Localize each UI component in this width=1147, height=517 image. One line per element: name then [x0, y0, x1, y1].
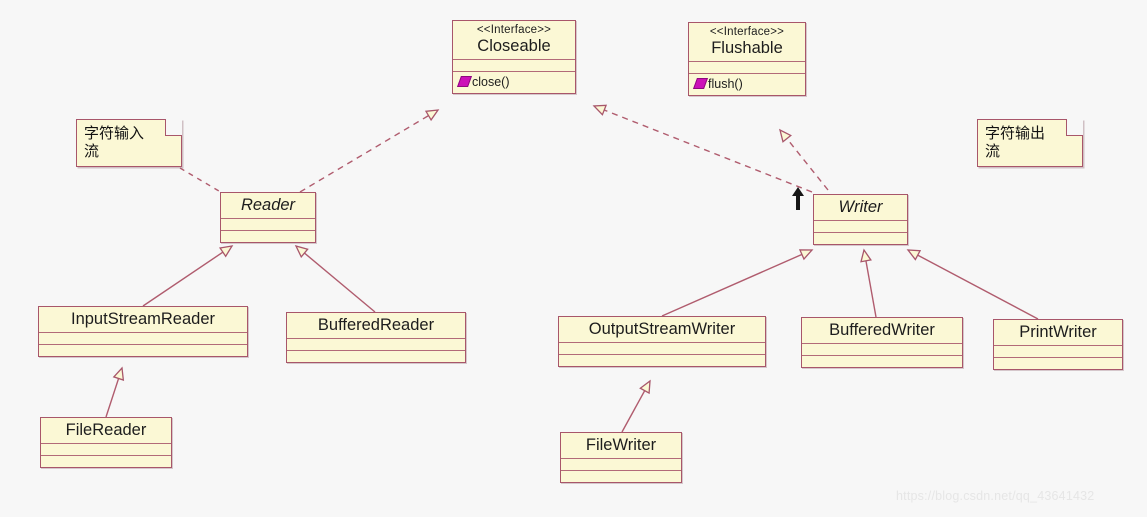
edge-writer-realizes-flushable [779, 128, 829, 191]
interface-closeable-name: <<Interface>> Closeable [476, 24, 552, 55]
class-writer[interactable]: Writer [813, 194, 908, 246]
edge-note-input-anchor [179, 167, 225, 195]
separator [561, 458, 681, 460]
note-fold-corner [1066, 119, 1083, 136]
note-line: 字符输出 [985, 124, 1046, 142]
attributes-compartment [994, 346, 1122, 357]
separator [559, 342, 765, 344]
operations-compartment [287, 351, 465, 362]
class-printwriter[interactable]: PrintWriter [993, 319, 1123, 371]
operation-visibility-icon [456, 76, 473, 88]
attributes-compartment [689, 62, 805, 73]
class-inputstreamreader[interactable]: InputStreamReader [38, 306, 248, 358]
operations-compartment [994, 358, 1122, 369]
class-reader-name: Reader [240, 196, 296, 214]
attributes-compartment [561, 459, 681, 470]
operations-compartment [41, 456, 171, 467]
separator [453, 71, 575, 73]
edge-printwriter-extends-writer [906, 249, 1039, 320]
separator [221, 230, 315, 232]
class-inputstreamreader-name: InputStreamReader [71, 310, 215, 328]
separator [994, 345, 1122, 347]
note-character-input-stream[interactable]: 字符输入 流 [76, 119, 182, 167]
class-bufferedwriter-name: BufferedWriter [829, 321, 935, 339]
separator [287, 350, 465, 352]
operations-compartment [814, 233, 907, 244]
attributes-compartment [221, 219, 315, 230]
operation-label: flush() [708, 77, 743, 92]
edge-bufferedwriter-extends-writer [860, 248, 877, 318]
separator [814, 220, 907, 222]
separator [814, 232, 907, 234]
operation-visibility-icon [692, 78, 709, 90]
attributes-compartment [802, 344, 962, 355]
note-line: 流 [84, 142, 100, 160]
edge-outputstreamwriter-extends-writer [661, 249, 814, 317]
operations-compartment [802, 356, 962, 367]
class-filereader[interactable]: FileReader [40, 417, 172, 469]
separator [689, 61, 805, 63]
interface-closeable[interactable]: <<Interface>> Closeable close() [452, 20, 576, 95]
separator [41, 443, 171, 445]
class-bufferedreader[interactable]: BufferedReader [286, 312, 466, 364]
class-bufferedwriter[interactable]: BufferedWriter [801, 317, 963, 369]
separator [994, 357, 1122, 359]
class-reader[interactable]: Reader [220, 192, 316, 244]
operations-compartment: close() [453, 72, 575, 93]
edge-inputstreamreader-extends-reader [142, 245, 234, 307]
operations-compartment [221, 231, 315, 242]
edge-writer-realizes-closeable [592, 104, 813, 193]
separator [39, 332, 247, 334]
separator [689, 73, 805, 75]
operations-compartment [561, 471, 681, 482]
class-filewriter-name: FileWriter [585, 436, 657, 454]
mouse-pointer-up-arrow-icon [792, 187, 804, 210]
operations-compartment [39, 345, 247, 356]
attributes-compartment [41, 444, 171, 455]
attributes-compartment [287, 339, 465, 350]
edge-filewriter-extends-outputstreamwriter [621, 379, 651, 433]
operations-compartment [559, 355, 765, 366]
operations-compartment: flush() [689, 74, 805, 95]
separator [802, 343, 962, 345]
class-writer-name: Writer [838, 198, 883, 216]
separator [561, 470, 681, 472]
class-filewriter[interactable]: FileWriter [560, 432, 682, 484]
edge-bufferedreader-extends-reader [294, 244, 376, 313]
edge-filereader-extends-inputstreamreader [105, 366, 125, 418]
note-character-output-stream[interactable]: 字符输出 流 [977, 119, 1083, 167]
attributes-compartment [559, 343, 765, 354]
note-line: 流 [985, 142, 1001, 160]
note-line: 字符输入 [84, 124, 145, 142]
edge-reader-realizes-closeable [299, 109, 440, 193]
separator [287, 338, 465, 340]
separator [39, 344, 247, 346]
separator [802, 355, 962, 357]
watermark: https://blog.csdn.net/qq_43641432 [896, 489, 1095, 503]
separator [559, 354, 765, 356]
interface-flushable-name: <<Interface>> Flushable [709, 26, 785, 57]
class-bufferedreader-name: BufferedReader [317, 316, 435, 334]
separator [453, 59, 575, 61]
class-outputstreamwriter-name: OutputStreamWriter [588, 320, 736, 338]
note-fold-corner [165, 119, 182, 136]
separator [221, 218, 315, 220]
attributes-compartment [814, 221, 907, 232]
class-printwriter-name: PrintWriter [1019, 323, 1097, 341]
attributes-compartment [453, 60, 575, 71]
operation-label: close() [472, 75, 510, 90]
separator [41, 455, 171, 457]
class-filereader-name: FileReader [65, 421, 147, 439]
class-outputstreamwriter[interactable]: OutputStreamWriter [558, 316, 766, 368]
attributes-compartment [39, 333, 247, 344]
interface-flushable[interactable]: <<Interface>> Flushable flush() [688, 22, 806, 97]
